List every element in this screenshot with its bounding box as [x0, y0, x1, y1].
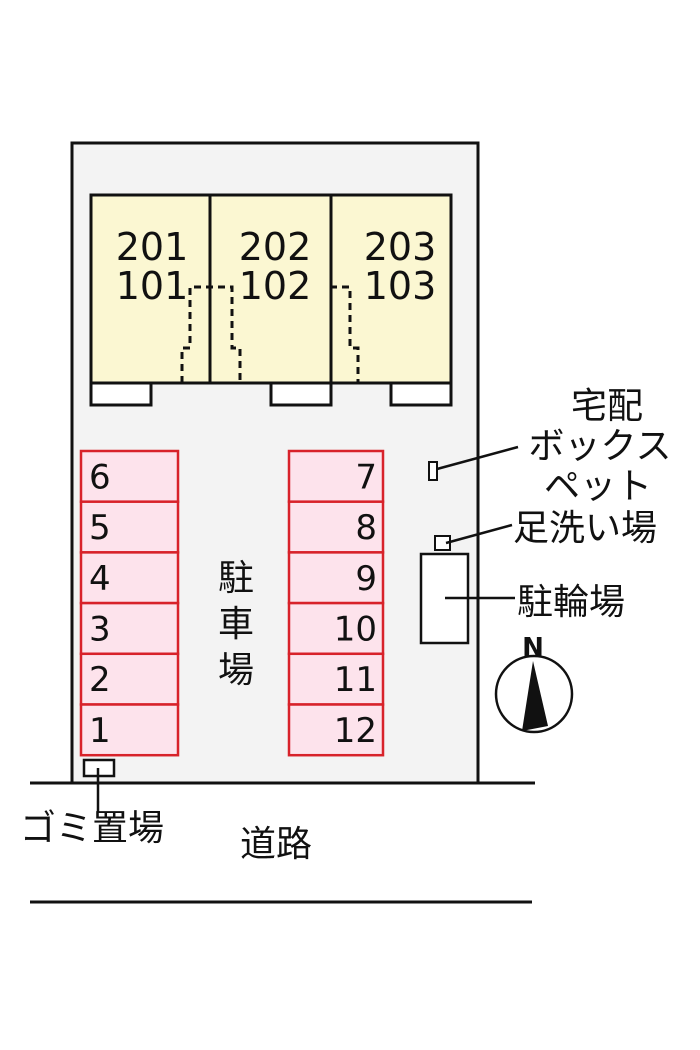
north-compass-icon: N: [494, 633, 574, 734]
building: 201 202 203 101 102 103: [89, 193, 453, 407]
parking-space: [287, 703, 385, 757]
delivery-box: [428, 461, 438, 481]
balcony: [89, 381, 153, 407]
parking-space: [287, 449, 385, 503]
unit-102: 102: [239, 264, 312, 308]
parking-space-number: 6: [89, 457, 111, 497]
road-label: 道路: [240, 824, 312, 865]
parking-space: [79, 551, 180, 605]
parking-space: [287, 500, 385, 554]
parking-space: [79, 500, 180, 554]
delivery-box-label-2: ボックス: [529, 426, 672, 467]
parking-space-number: 12: [334, 711, 377, 751]
garbage-label: ゴミ置場: [20, 808, 164, 849]
parking-space: [79, 703, 180, 757]
parking-space-number: 11: [334, 660, 377, 700]
parking-space: [287, 652, 385, 706]
stair-path: [180, 285, 360, 383]
parking-label-3: 場: [218, 650, 254, 691]
parking-space-number: 7: [355, 457, 377, 497]
bicycle-parking-label: 駐輪場: [517, 582, 625, 623]
unit-201: 201: [116, 225, 189, 269]
unit-101: 101: [116, 264, 189, 308]
parking-space-number: 2: [89, 660, 111, 700]
pet-label: ペット: [544, 466, 652, 507]
parking-space: [79, 601, 180, 656]
parking-space-number: 3: [89, 609, 111, 649]
parking-space-number: 8: [355, 508, 377, 548]
parking-space: [287, 551, 385, 605]
balcony: [269, 381, 333, 407]
parking-space-number: 5: [89, 508, 111, 548]
delivery-box-label-1: 宅配: [571, 386, 643, 427]
unit-203: 203: [364, 225, 437, 269]
parking-left: 6 5 4 3 2 1: [79, 449, 180, 757]
parking-space-number: 9: [355, 559, 377, 599]
parking-label-2: 車: [218, 604, 254, 645]
parking-right: 7 8 9 10 11 12: [287, 449, 385, 757]
parking-space-number: 10: [334, 609, 377, 649]
unit-103: 103: [364, 264, 437, 308]
foot-wash-label: 足洗い場: [513, 508, 657, 549]
parking-space-number: 1: [89, 711, 111, 751]
unit-202: 202: [239, 225, 312, 269]
parking-space: [287, 601, 385, 656]
parking-label-1: 駐: [218, 558, 254, 599]
parking-space: [79, 652, 180, 706]
balcony: [389, 381, 453, 407]
parking-space-number: 4: [89, 559, 111, 599]
